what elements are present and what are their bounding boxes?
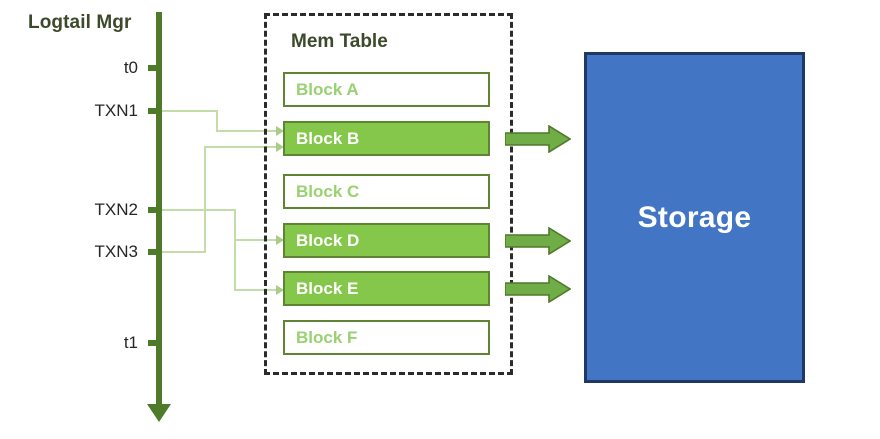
timeline-tick-txn1: [148, 108, 162, 114]
connector-txn1-block-b-seg2: [216, 110, 218, 132]
connector-txn2-block-d-seg: [234, 239, 278, 241]
flush-arrow-block-d-icon: [504, 226, 572, 256]
connector-txn2-block-e-seg: [234, 289, 278, 291]
connector-txn3-block-b-arrowhead-icon: [276, 142, 284, 152]
mem-table-title: Mem Table: [291, 31, 388, 52]
connector-txn1-block-b-arrowhead-icon: [276, 126, 284, 136]
mem-block-b[interactable]: Block B: [283, 121, 490, 156]
timeline-tick-txn3: [148, 249, 162, 255]
connector-txn2-block-d-arrowhead-icon: [276, 235, 284, 245]
timeline-tick-txn2: [148, 207, 162, 213]
mem-block-e-label: Block E: [296, 278, 359, 298]
timeline-tick-t1: [148, 340, 162, 346]
timeline-tick-t0: [148, 65, 162, 71]
mem-block-c-label: Block C: [296, 181, 360, 201]
connector-txn1-block-b-seg1: [162, 110, 218, 112]
mem-block-d-label: Block D: [296, 230, 360, 250]
logtail-mgr-title: Logtail Mgr: [28, 12, 132, 33]
connector-txn3-block-b-seg2: [204, 146, 206, 252]
connector-txn2-block-e-arrowhead-icon: [276, 285, 284, 295]
flush-arrow-block-e-icon: [504, 274, 572, 304]
connector-txn2-trunk-seg1: [162, 209, 236, 211]
connector-txn3-block-b-seg1: [162, 251, 206, 253]
mem-block-a-label: Block A: [296, 79, 359, 99]
timeline-label-txn2: TXN2: [94, 200, 138, 219]
flush-arrow-block-b-icon: [504, 124, 572, 154]
mem-table-container: [264, 13, 513, 375]
storage-label: Storage: [637, 200, 752, 234]
storage-box[interactable]: Storage: [584, 52, 805, 383]
mem-block-a[interactable]: Block A: [283, 72, 490, 107]
mem-block-e[interactable]: Block E: [283, 271, 490, 306]
mem-block-d[interactable]: Block D: [283, 223, 490, 258]
mem-block-f-label: Block F: [296, 327, 358, 347]
timeline-label-t0: t0: [123, 58, 138, 77]
mem-block-f[interactable]: Block F: [283, 320, 490, 355]
mem-block-c[interactable]: Block C: [283, 174, 490, 209]
timeline-label-txn1: TXN1: [94, 101, 138, 120]
timeline-arrowhead-icon: [147, 404, 171, 422]
connector-txn1-block-b-seg3: [216, 130, 278, 132]
connector-txn3-block-b-seg3: [204, 146, 278, 148]
timeline-label-t1: t1: [123, 333, 138, 352]
timeline-label-txn3: TXN3: [94, 242, 138, 261]
mem-block-b-label: Block B: [296, 128, 360, 148]
connector-txn2-trunk-seg2: [234, 209, 236, 291]
